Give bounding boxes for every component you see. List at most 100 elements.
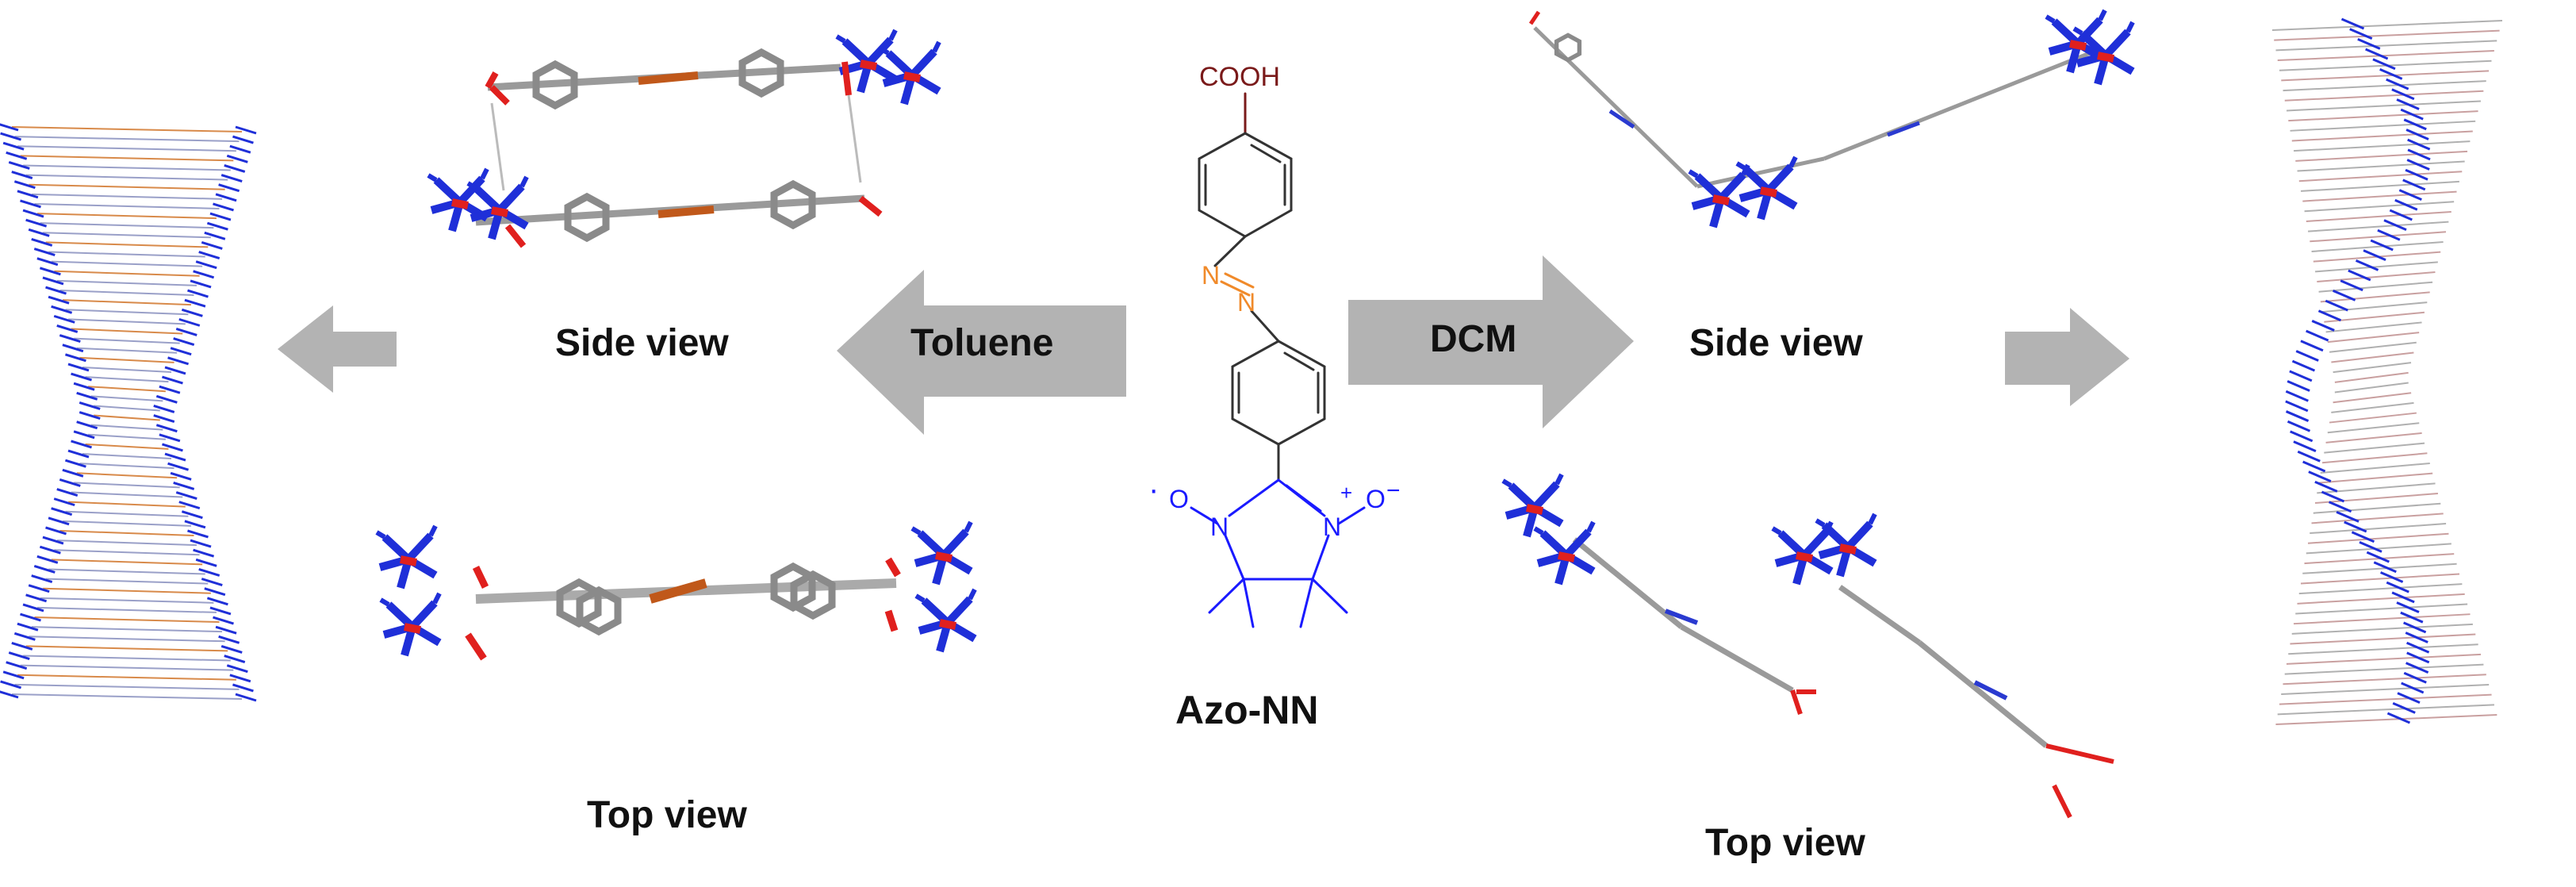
right-stack-tbu (2333, 290, 2356, 301)
nitrone-n-left-label: N (1210, 513, 1229, 541)
nitrone-n-right-label: N (1323, 513, 1341, 541)
left-stack-layer (74, 482, 180, 489)
left-stack-layer (85, 443, 169, 450)
left-stack-layer (25, 174, 228, 181)
right-stack-tbu (2391, 88, 2415, 101)
right-stack-layer (2290, 633, 2476, 645)
left-stack-tbu-right (215, 193, 237, 202)
right-stack-layer (2274, 29, 2500, 41)
right-stack-tbu (2401, 682, 2425, 694)
left-stack-tbu-right (224, 655, 246, 663)
right-stack-layer (2327, 332, 2420, 344)
left-stack-tbu-right (153, 414, 175, 423)
right-stack-tbu (2290, 430, 2313, 443)
left-stack-layer (56, 279, 197, 286)
right-stack-tbu (2311, 320, 2335, 332)
minus-charge: − (1386, 478, 1401, 504)
right-stack-tbu (2405, 632, 2428, 643)
left-stack-tbu-left (56, 324, 79, 333)
left-stack-tbu-left (64, 353, 86, 363)
right-stack-tbu (2297, 450, 2321, 463)
left-stack-tbu-left (33, 248, 56, 256)
left-stack-tbu-right (220, 644, 243, 654)
left-stack-layer (17, 145, 236, 152)
left-stack-tbu-left (28, 584, 50, 593)
right-stack-tbu (2370, 239, 2394, 252)
right-stack-tbu (2349, 28, 2373, 40)
left-stack-layer (48, 568, 205, 575)
right-stack-layer (2300, 573, 2460, 585)
small-left-arrow (278, 305, 397, 393)
left-stack-tbu-left (11, 641, 33, 651)
left-stack-layer (94, 405, 160, 412)
left-stack-layer (34, 202, 220, 209)
left-stack-tbu-right (153, 405, 175, 413)
left-stack-tbu-left (45, 526, 67, 536)
left-stack-tbu-right (184, 520, 206, 529)
right-stack-layer (2297, 593, 2465, 605)
right-stack-tbu (2285, 410, 2310, 422)
right-stack-layer (2286, 100, 2481, 112)
right-stack-tbu (2406, 651, 2430, 664)
right-stack-tbu (2366, 551, 2390, 563)
right-stack-layer (2286, 653, 2482, 665)
right-stack-layer (2302, 563, 2457, 574)
left-stack-tbu-right (164, 452, 186, 462)
dcm-arrow (1348, 255, 1634, 428)
toluene-arrow-label: Toluene (910, 322, 1054, 364)
right-stack-layer (2334, 371, 2409, 383)
right-stack-tbu (2396, 601, 2420, 613)
left-stack-tbu-left (39, 545, 61, 555)
toluene-arrow (837, 270, 1126, 435)
dcm-top-view-label: Top view (1705, 822, 1865, 864)
right-stack-tbu (2386, 581, 2409, 593)
right-stack-layer (2304, 201, 2455, 213)
left-stack-tbu-right (206, 221, 228, 231)
left-stack-tbu-left (33, 565, 56, 574)
left-stack-layer (51, 260, 203, 267)
left-stack-tbu-right (190, 279, 212, 289)
left-stack-tbu-right (204, 231, 226, 240)
left-stack-tbu-right (173, 481, 195, 490)
left-stack-tbu-right (195, 260, 217, 270)
right-stack-layer (2333, 362, 2412, 374)
left-stack-tbu-right (170, 347, 192, 356)
left-stack-layer (29, 635, 225, 643)
right-stack-tbu (2344, 520, 2367, 533)
left-stack-tbu-left (6, 151, 28, 160)
left-stack-layer (23, 164, 231, 171)
left-stack-tbu-left (71, 372, 92, 382)
left-stack-layer (82, 366, 172, 373)
right-stack-tbu (2396, 98, 2420, 110)
left-stack-layer (54, 549, 200, 556)
left-stack-layer (34, 616, 220, 624)
left-stack-layer (76, 347, 178, 354)
right-stack-tbu (2392, 701, 2416, 714)
right-stack-layer (2313, 502, 2441, 514)
left-stack-tbu-left (67, 449, 90, 459)
left-helical-stack (0, 123, 257, 702)
left-stack-tbu-left (53, 497, 75, 507)
left-stack-tbu-left (17, 190, 39, 199)
right-stack-layer (2310, 231, 2447, 243)
left-stack-layer (56, 539, 197, 547)
left-stack-tbu-right (162, 443, 183, 452)
left-stack-layer (17, 674, 236, 681)
right-stack-layer (2315, 261, 2438, 273)
right-stack-tbu (2348, 269, 2371, 282)
right-stack-layer (2310, 523, 2447, 535)
right-stack-layer (2320, 462, 2430, 474)
right-stack-layer (2302, 190, 2457, 202)
toluene-side-view-label: Side view (555, 322, 729, 364)
left-stack-tbu-right (159, 385, 181, 394)
left-stack-tbu-left (0, 132, 22, 141)
left-stack-tbu-left (36, 257, 59, 267)
left-stack-tbu-left (20, 199, 41, 209)
left-stack-tbu-left (48, 516, 70, 526)
right-stack-tbu (2355, 259, 2379, 271)
left-stack-tbu-right (198, 251, 220, 259)
right-stack-layer (2283, 80, 2486, 92)
right-stack-tbu (2389, 209, 2413, 221)
right-stack-layer (2324, 442, 2425, 454)
right-stack-tbu (2373, 561, 2397, 574)
